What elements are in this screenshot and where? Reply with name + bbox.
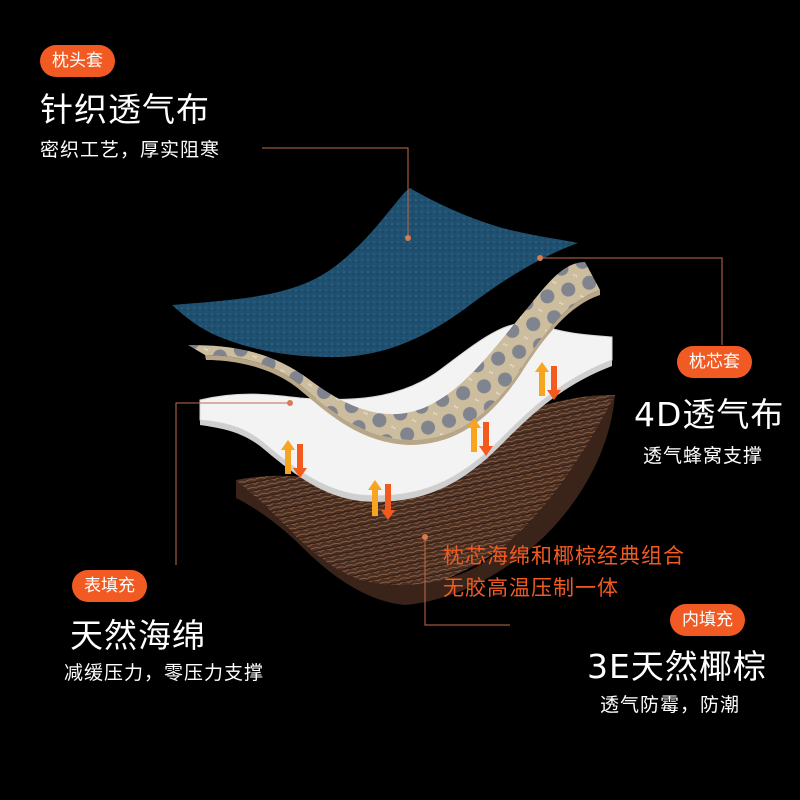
pillowcase-desc: 密织工艺，厚实阻寒 bbox=[40, 139, 221, 161]
pillowcase-title: 针织透气布 bbox=[40, 90, 210, 129]
mesh-layer bbox=[188, 262, 600, 445]
inner-fill-title: 3E天然椰棕 bbox=[587, 647, 767, 686]
leader-dots bbox=[287, 235, 543, 540]
leader-core-cover bbox=[540, 257, 723, 345]
surface-fill-desc: 减缓压力，零压力支撑 bbox=[64, 662, 265, 684]
combo-note-line-2: 无胶高温压制一体 bbox=[443, 576, 619, 600]
arrow-pair-2 bbox=[368, 480, 395, 520]
inner-fill-desc: 透气防霉，防潮 bbox=[600, 694, 741, 716]
leader-surface-fill bbox=[175, 402, 290, 565]
arrow-pair-1 bbox=[281, 440, 307, 478]
pillowcase-tag: 枕头套 bbox=[40, 45, 115, 77]
leader-pillowcase bbox=[262, 147, 409, 238]
leader-inner-fill bbox=[424, 537, 510, 626]
leader-lines bbox=[175, 147, 723, 626]
surface-fill-title: 天然海绵 bbox=[70, 616, 206, 655]
core-cover-desc: 透气蜂窝支撑 bbox=[643, 445, 764, 467]
core-cover-tag: 枕芯套 bbox=[677, 346, 752, 378]
inner-fill-tag: 内填充 bbox=[670, 604, 745, 636]
pressure-arrows bbox=[281, 362, 561, 520]
surface-fill-tag: 表填充 bbox=[72, 570, 147, 602]
fleece-layer bbox=[172, 188, 578, 358]
arrow-pair-3 bbox=[467, 418, 493, 456]
core-cover-title: 4D透气布 bbox=[634, 395, 785, 434]
combo-note-line-1: 枕芯海绵和椰棕经典组合 bbox=[443, 544, 685, 568]
arrow-pair-4 bbox=[535, 362, 561, 400]
